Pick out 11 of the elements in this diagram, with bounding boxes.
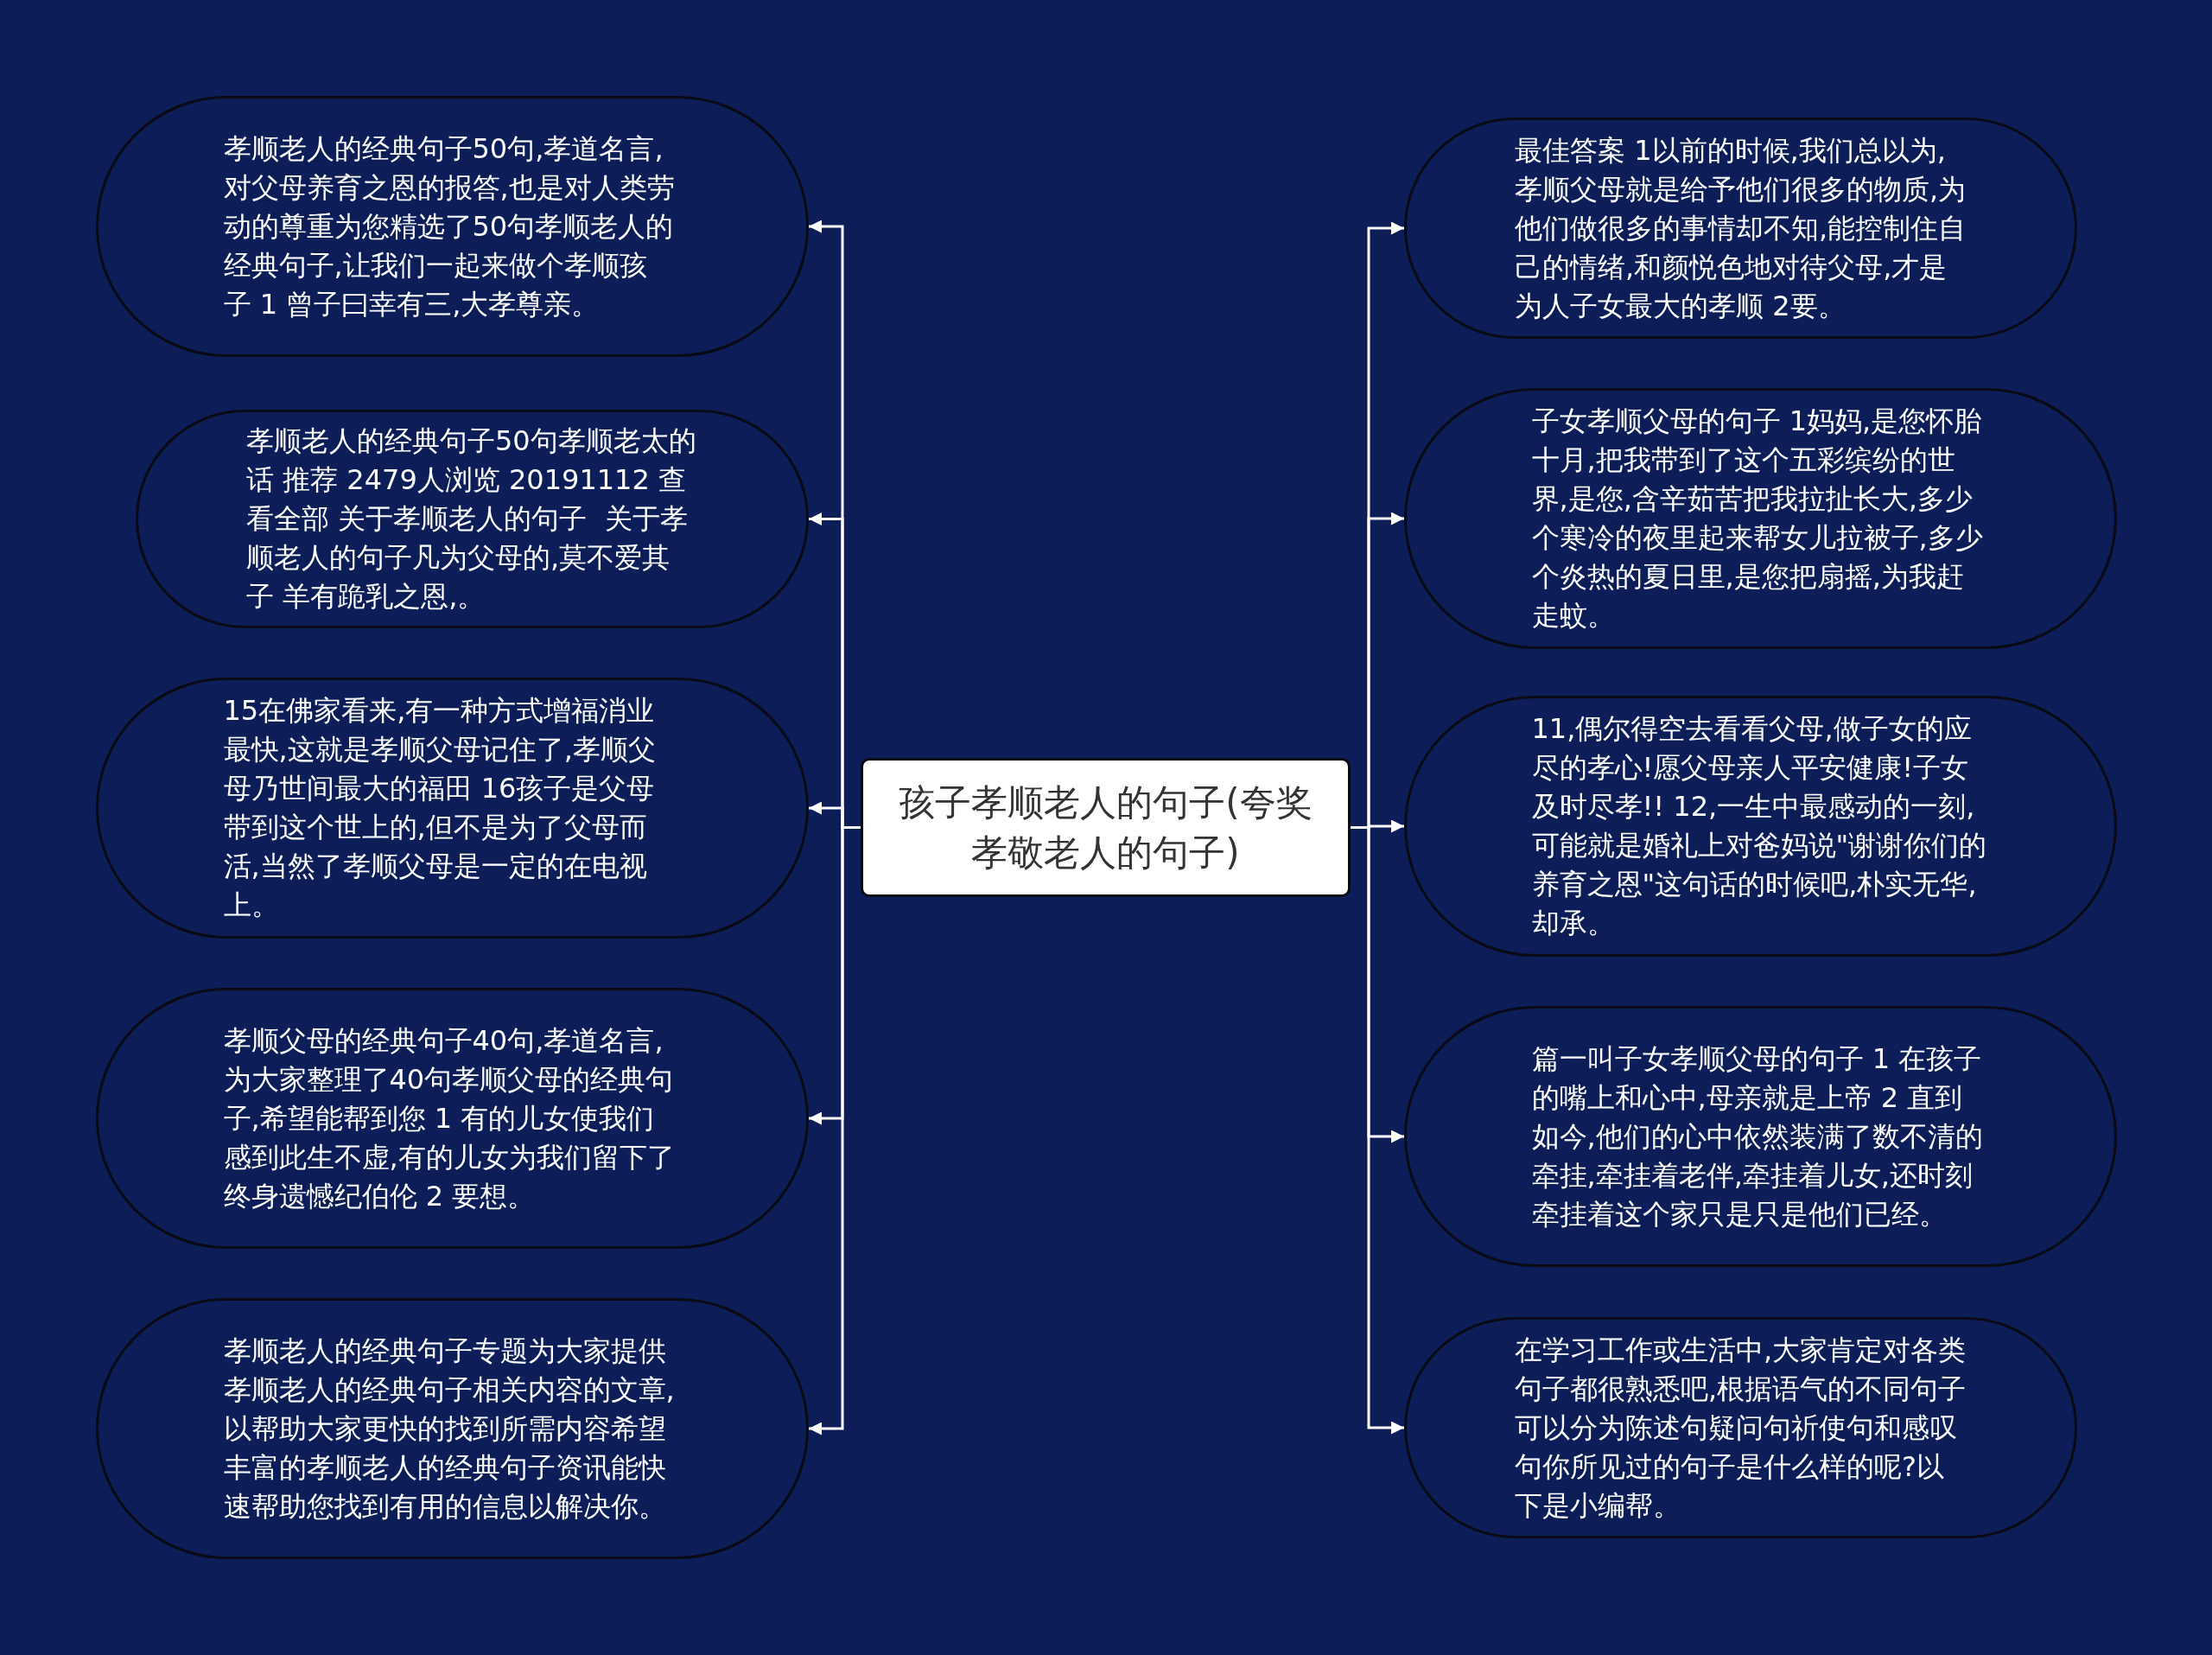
text-bubble: 孝顺老人的经典句子50句,孝道名言,对父母养育之恩的报答,也是对人类劳动的尊重为您精选了50句孝顺老人的经典句子,让我们一起来做个孝顺孩子 1 曾子曰幸有三,大孝尊亲。 (96, 96, 809, 357)
text-bubble: 15在佛家看来,有一种方式增福消业最快,这就是孝顺父母记住了,孝顺父母乃世间最大的福田 16孩子是父母带到这个世上的,但不是为了父母而活,当然了孝顺父母是一定的在电视上。 (96, 678, 809, 939)
text-bubble: 11,偶尔得空去看看父母,做子女的应尽的孝心!愿父母亲人平安健康!子女及时尽孝!! 12,一生中最感动的一刻,可能就是婚礼上对爸妈说"谢谢你们的养育之恩"这句话的时候吧,朴实无华,却承。 (1404, 696, 2117, 957)
text-bubble: 最佳答案 1以前的时候,我们总以为,孝顺父母就是给予他们很多的物质,为他们做很多的事情却不知,能控制住自己的情绪,和颜悦色地对待父母,才是为人子女最大的孝顺 2要。 (1404, 118, 2077, 339)
text-bubble: 孝顺老人的经典句子专题为大家提供孝顺老人的经典句子相关内容的文章,以帮助大家更快的找到所需内容希望丰富的孝顺老人的经典句子资讯能快速帮助您找到有用的信息以解决你。 (96, 1298, 809, 1559)
topic-box: 孩子孝顺老人的句子(夸奖孝敬老人的句子) (861, 758, 1351, 897)
text-bubble: 子女孝顺父母的句子 1妈妈,是您怀胎十月,把我带到了这个五彩缤纷的世界,是您,含辛茹苦把我拉扯长大,多少个寒冷的夜里起来帮女儿拉被子,多少个炎热的夏日里,是您把扇摇,为我赶走蚊。 (1404, 388, 2117, 649)
text-bubble: 孝顺父母的经典句子40句,孝道名言,为大家整理了40句孝顺父母的经典句子,希望能帮到您 1 有的儿女使我们感到此生不虚,有的儿女为我们留下了终身遗憾纪伯伦 2 要想。 (96, 988, 809, 1249)
text-bubble: 篇一叫子女孝顺父母的句子 1 在孩子的嘴上和心中,母亲就是上帝 2 直到如今,他们的心中依然装满了数不清的牵挂,牵挂着老伴,牵挂着儿女,还时刻牵挂着这个家只是只是他们已经。 (1404, 1006, 2117, 1267)
text-bubble: 孝顺老人的经典句子50句孝顺老太的话 推荐 2479人浏览 20191112 查看全部 关于孝顺老人的句子 关于孝顺老人的句子凡为父母的,莫不爱其子 羊有跪乳之恩,。 (136, 410, 809, 628)
text-bubble: 在学习工作或生活中,大家肯定对各类句子都很熟悉吧,根据语气的不同句子可以分为陈述句疑问句祈使句和感叹句你所见过的句子是什么样的呢?以下是小编帮。 (1404, 1317, 2077, 1538)
